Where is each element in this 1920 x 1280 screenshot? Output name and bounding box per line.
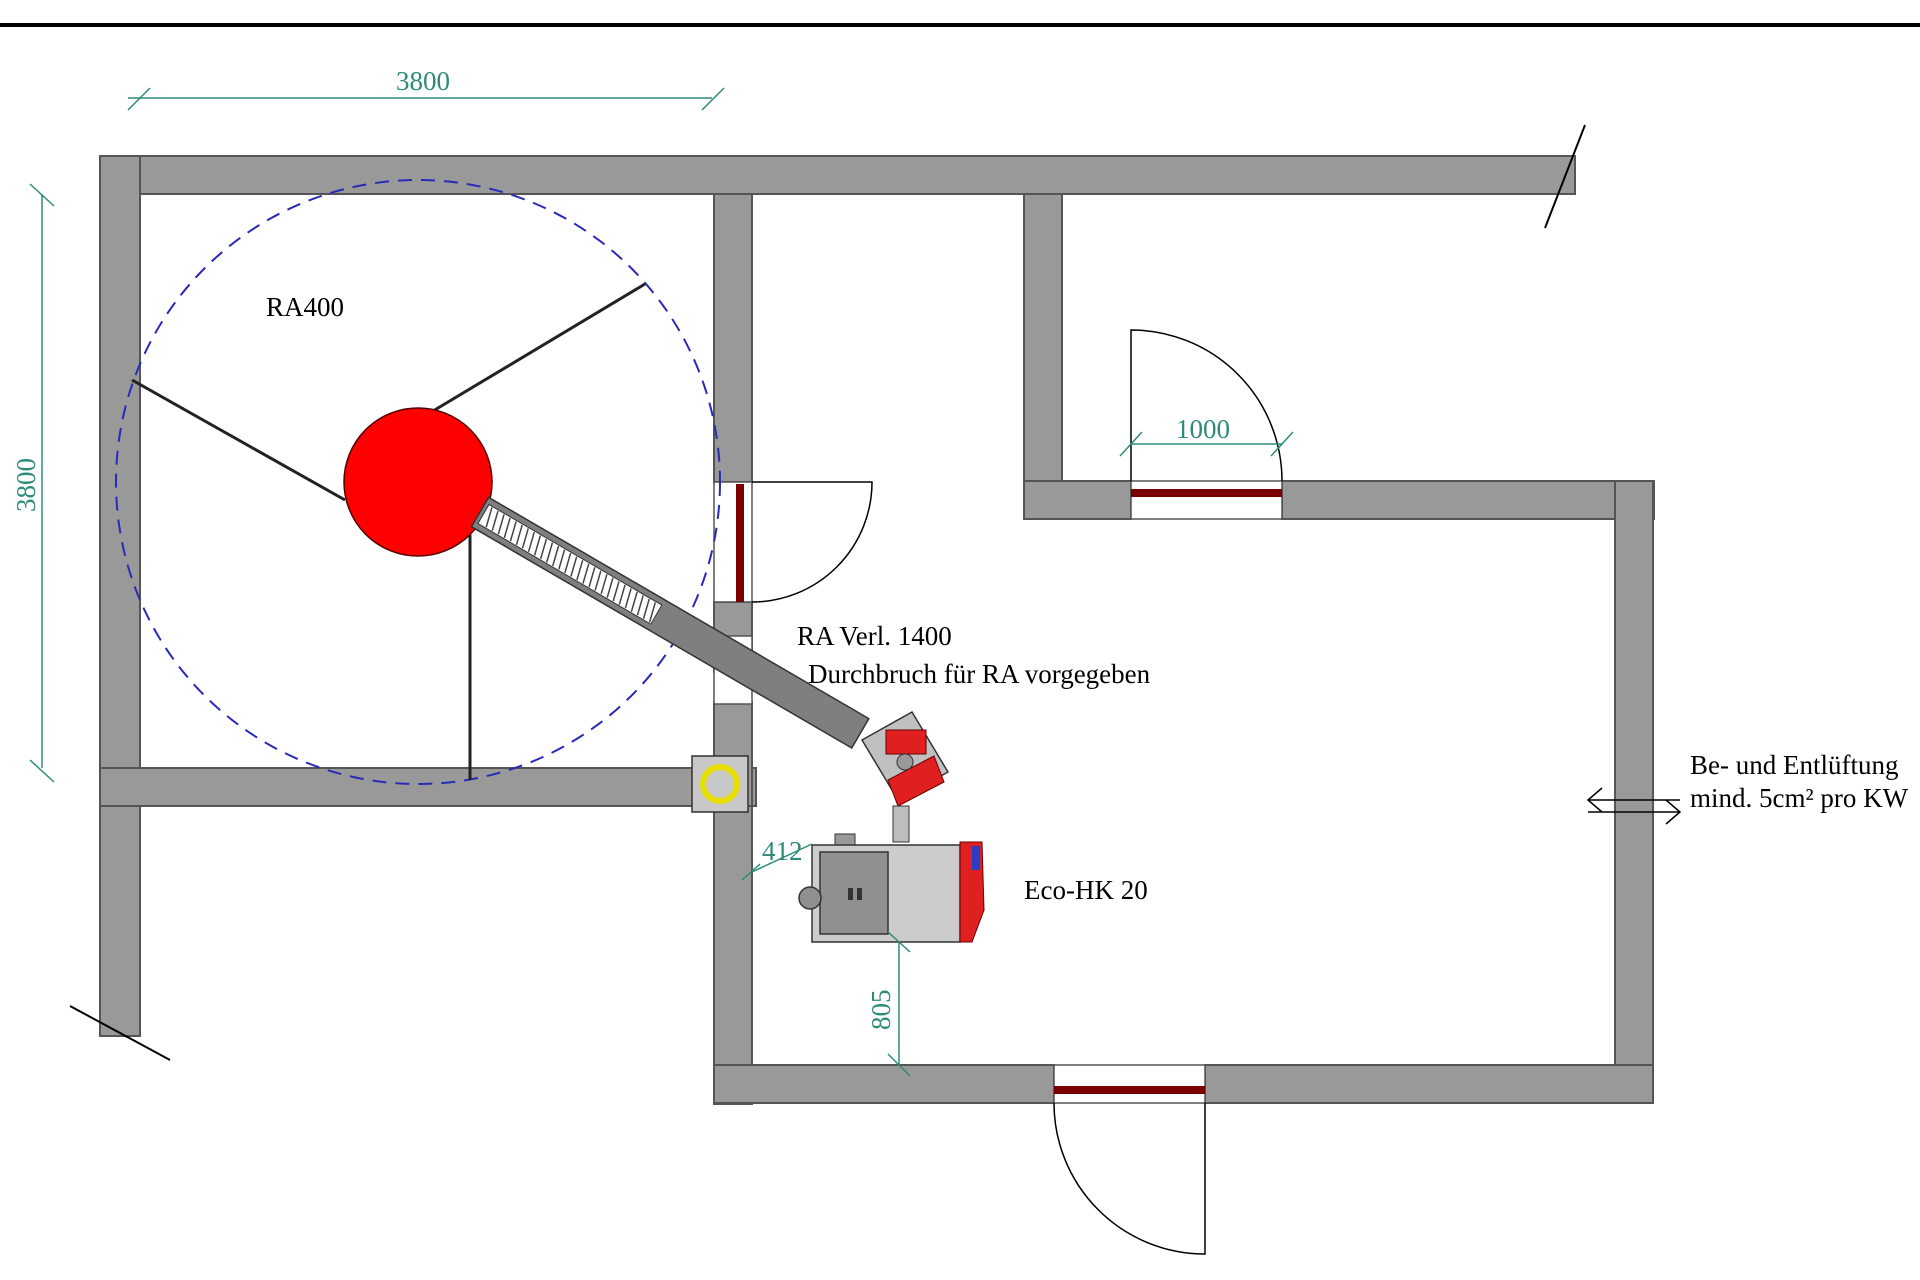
screw-thread — [509, 521, 517, 542]
door-bottom — [1053, 1064, 1206, 1255]
screw-thread — [600, 574, 608, 595]
wall-inner-vertical — [1023, 193, 1063, 519]
wall-partition-bottom — [713, 805, 753, 1105]
screw-thread — [533, 535, 542, 556]
screw-thread — [618, 584, 626, 605]
feed-unit-red-top — [885, 729, 927, 755]
extension-label: RA Verl. 1400 — [797, 621, 952, 651]
screw-thread — [648, 602, 657, 623]
dimension-silo-width: 3800 — [396, 66, 450, 96]
boiler-door-handle — [857, 888, 862, 900]
screw-thread — [497, 514, 505, 535]
screw-thread — [588, 567, 596, 588]
screw-thread — [582, 563, 590, 584]
silo-ra400 — [115, 179, 721, 785]
flue-connection — [691, 755, 749, 813]
break-line-bottom-left — [69, 1005, 171, 1061]
conveyor-screw — [477, 503, 663, 625]
feed-unit-motor — [896, 753, 914, 771]
door-swing-arc — [1053, 1102, 1206, 1255]
wall-inner-horizontal-b — [1281, 480, 1655, 520]
screw-thread — [636, 595, 644, 616]
screw-thread — [594, 570, 602, 591]
feed-unit — [860, 710, 950, 843]
screw-thread — [552, 545, 560, 567]
feed-unit-red-side — [887, 755, 945, 807]
door-leaf — [736, 484, 744, 602]
wall-storage-bottom — [99, 767, 757, 807]
silo-sweep-radius — [115, 179, 721, 785]
screw-thread — [485, 507, 493, 528]
screw-thread — [558, 549, 566, 570]
screw-thread — [503, 517, 511, 538]
screw-thread — [527, 531, 536, 553]
screw-thread — [624, 588, 632, 609]
wall-inner-horizontal-a — [1023, 480, 1132, 520]
wall-bottom-b — [1204, 1064, 1654, 1104]
door-swing-arc — [1130, 329, 1283, 482]
break-line-top-right — [1544, 124, 1586, 229]
wall-top — [99, 155, 1576, 195]
silo-center — [343, 407, 493, 557]
door-leaf — [1131, 489, 1282, 497]
screw-thread — [570, 556, 578, 577]
screw-thread — [630, 591, 638, 612]
screw-thread — [491, 510, 499, 531]
door-leaf — [1054, 1086, 1205, 1094]
screw-thread — [539, 538, 548, 560]
drop-shaft — [892, 805, 910, 843]
door-top-room — [1130, 329, 1283, 520]
screw-thread — [642, 598, 650, 619]
boiler-side-port — [798, 886, 822, 910]
dimension-boiler-front: 805 — [866, 990, 896, 1031]
ventilation-label-line1: Be- und Entlüftung — [1690, 750, 1898, 780]
silo-arm-line — [417, 282, 646, 422]
boiler-label: Eco-HK 20 — [1024, 875, 1148, 905]
wall-right — [1614, 480, 1654, 1104]
screw-thread — [521, 528, 529, 549]
wall-partition-upper — [713, 193, 753, 483]
screw-thread — [576, 559, 584, 581]
flue-pipe — [700, 764, 740, 804]
feed-conveyor — [470, 496, 870, 750]
boiler-eco-hk-20 — [798, 833, 985, 943]
wall-left — [99, 155, 141, 1037]
boiler-door-handle — [848, 888, 853, 900]
screw-thread — [612, 581, 620, 602]
dimension-silo-depth: 3800 — [11, 458, 41, 512]
door-opening — [1130, 480, 1283, 520]
dimension-door-width: 1000 — [1176, 414, 1230, 444]
wall-bottom-a — [713, 1064, 1055, 1104]
breakthrough-label: Durchbruch für RA vorgegeben — [808, 659, 1151, 689]
ventilation-arrows-icon — [1586, 787, 1682, 825]
door-opening — [713, 481, 753, 603]
door-swing-arc — [751, 481, 873, 603]
boiler-top-fitting — [834, 833, 856, 847]
screw-thread — [545, 542, 554, 563]
screw-thread — [515, 524, 523, 545]
door-opening — [1053, 1064, 1206, 1104]
silo-label: RA400 — [266, 292, 344, 322]
screw-thread — [564, 552, 572, 574]
boiler-door — [819, 851, 889, 935]
screw-thread — [606, 577, 614, 598]
ventilation-label-line2: mind. 5cm² pro KW — [1690, 783, 1909, 813]
dimension-lines — [29, 87, 1294, 1077]
silo-arm-line — [131, 378, 346, 502]
boiler-blue-panel — [972, 846, 980, 870]
conveyor-screw-threads — [485, 507, 657, 623]
door-storage — [713, 481, 873, 603]
dimension-boiler-side: 412 — [762, 836, 803, 866]
